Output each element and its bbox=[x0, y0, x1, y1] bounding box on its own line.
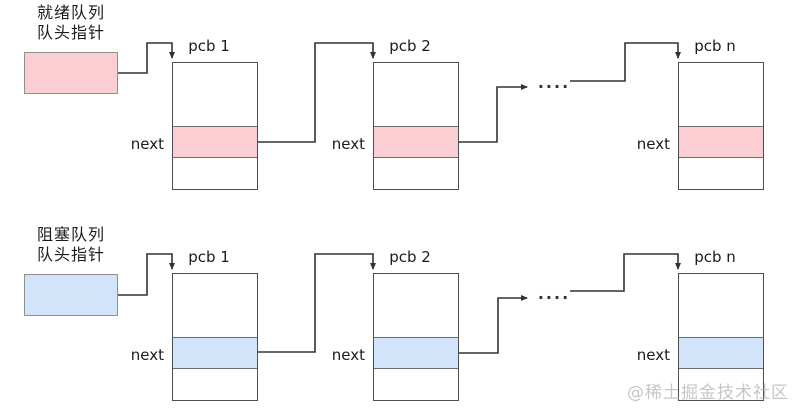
blocked-queue-label-line2: 队头指针 bbox=[37, 245, 106, 264]
blocked-pcb2-cell-top bbox=[374, 274, 458, 338]
ready-pcbn-cell-next bbox=[679, 127, 763, 158]
ready-pcb1-cell-top bbox=[173, 63, 257, 127]
ready-pcb2-cell-next bbox=[374, 127, 458, 158]
ready-queue-label: 就绪队列 队头指针 bbox=[37, 3, 105, 43]
ready-pcb-node-2: pcb 2 next bbox=[332, 37, 459, 190]
blocked-pcb2-title: pcb 2 bbox=[389, 248, 431, 266]
blocked-pcb2-next-label: next bbox=[331, 346, 365, 364]
blocked-queue-label-line1: 阻塞队列 bbox=[37, 225, 106, 244]
blocked-queue-label: 阻塞队列 队头指针 bbox=[37, 225, 105, 265]
blocked-pcbn-cell-top bbox=[679, 274, 763, 338]
ready-pcb-node-n: pcb n next bbox=[637, 37, 764, 190]
ready-queue-label-line2: 队头指针 bbox=[37, 23, 106, 42]
blocked-pcb2-cell-bottom bbox=[374, 369, 458, 399]
blocked-ellipsis: ···· bbox=[537, 288, 571, 307]
ready-pcb2-title: pcb 2 bbox=[389, 37, 431, 55]
ready-pcb1-cell-next bbox=[173, 127, 257, 158]
blocked-pcb-node-2: pcb 2 next bbox=[332, 248, 459, 401]
ready-ellipsis: ···· bbox=[537, 77, 571, 96]
ready-pcb2-cell-top bbox=[374, 63, 458, 127]
blocked-pcb1-cell-top bbox=[173, 274, 257, 338]
blocked-pcb1-cell-bottom bbox=[173, 369, 257, 399]
ready-pcbn-title: pcb n bbox=[694, 37, 736, 55]
blocked-pcb2-cell-next bbox=[374, 338, 458, 369]
blocked-pcb-node-1: pcb 1 next bbox=[131, 248, 258, 401]
ready-pcbn-next-label: next bbox=[636, 135, 670, 153]
ready-pcb2-next-label: next bbox=[331, 135, 365, 153]
blocked-pcb1-title: pcb 1 bbox=[188, 248, 230, 266]
blocked-pcb1-cell-next bbox=[173, 338, 257, 369]
site-watermark: @稀土掘金技术社区 bbox=[627, 383, 789, 403]
blocked-pcb-node-n: pcb n next bbox=[637, 248, 764, 401]
ready-pcbn-cell-top bbox=[679, 63, 763, 127]
blocked-pcb1-next-label: next bbox=[130, 346, 164, 364]
ready-queue-label-line1: 就绪队列 bbox=[37, 3, 106, 22]
blocked-pcbn-cell-next bbox=[679, 338, 763, 369]
blocked-pcbn-next-label: next bbox=[636, 346, 670, 364]
ready-pcb1-next-label: next bbox=[130, 135, 164, 153]
blocked-queue-head-pointer-box bbox=[24, 274, 118, 316]
ready-pcb-node-1: pcb 1 next bbox=[131, 37, 258, 190]
ready-pcb1-title: pcb 1 bbox=[188, 37, 230, 55]
blocked-pcbn-title: pcb n bbox=[694, 248, 736, 266]
ready-queue-head-pointer-box bbox=[24, 52, 118, 94]
